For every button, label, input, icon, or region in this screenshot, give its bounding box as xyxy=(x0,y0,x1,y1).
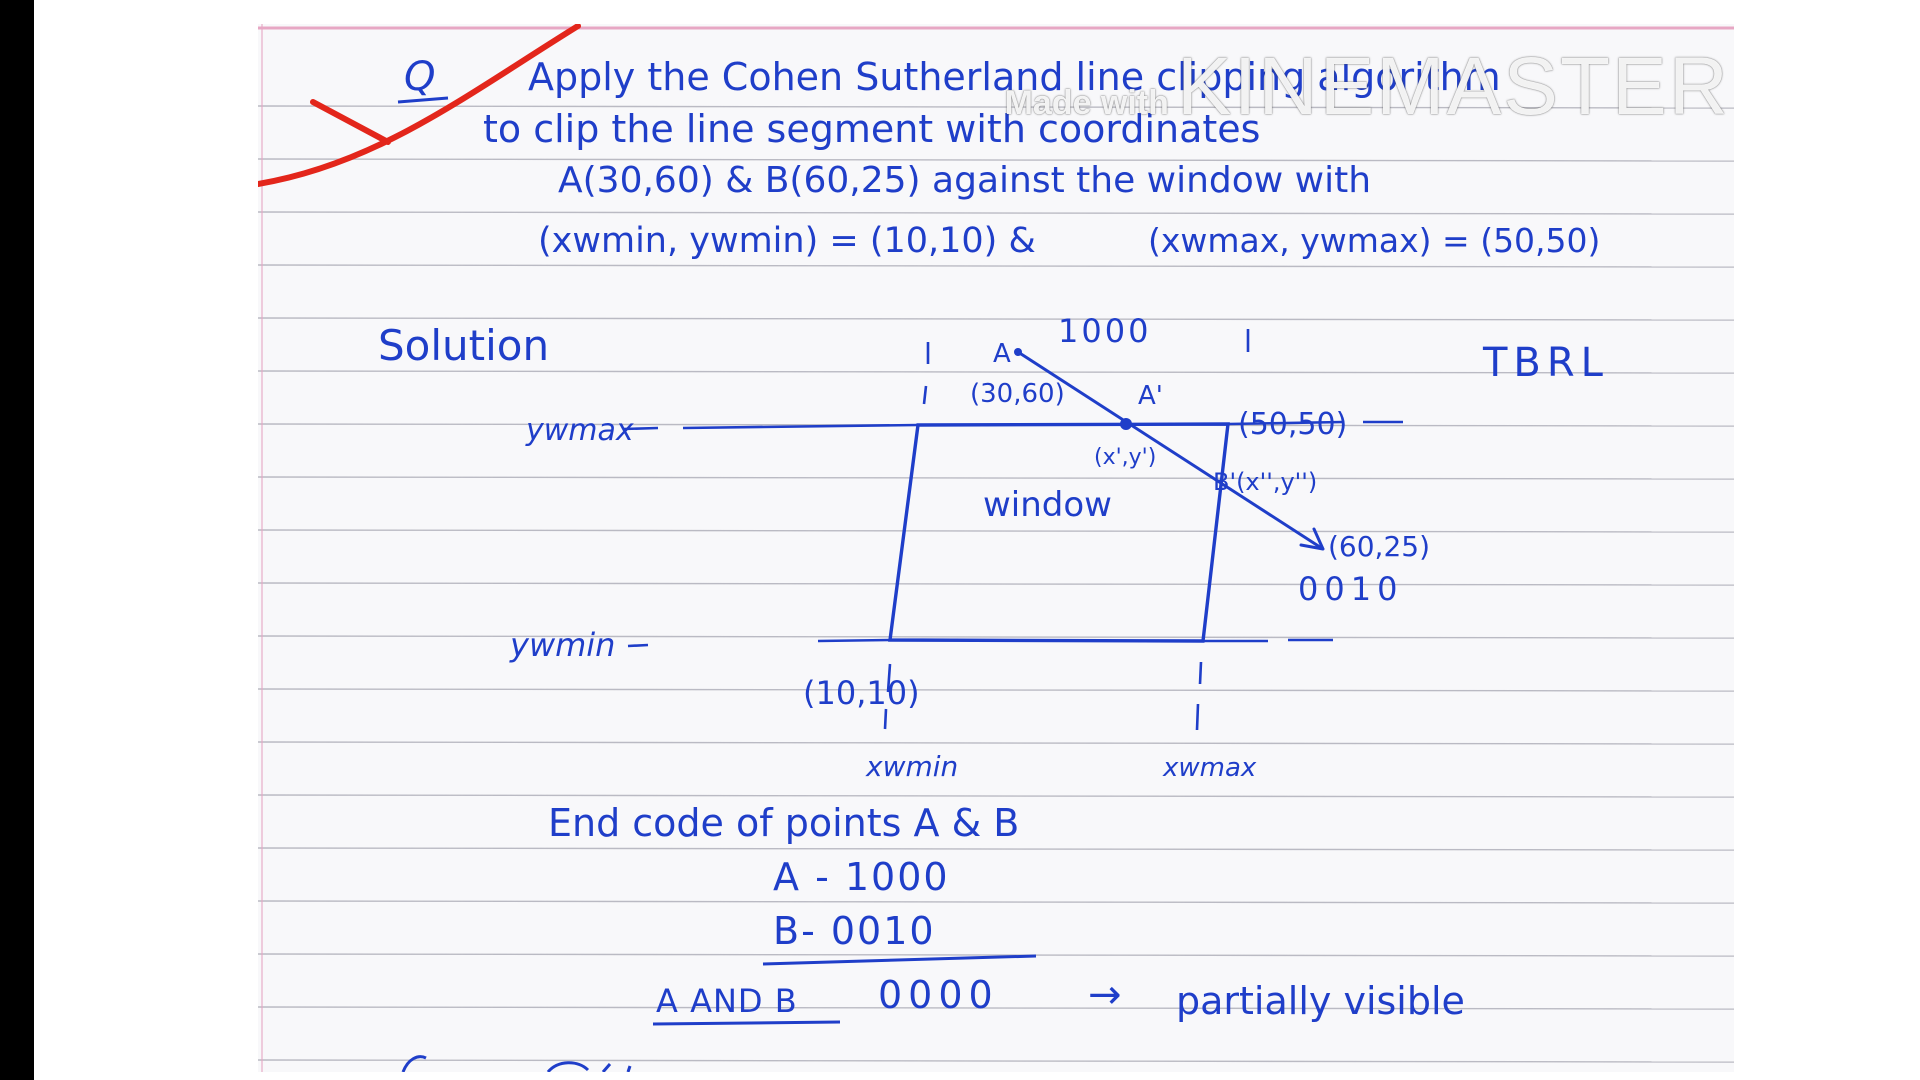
point-b-prime-label: B'(x'',y'') xyxy=(1213,468,1317,496)
ruled-line xyxy=(258,370,1734,374)
xwmin-guide-line xyxy=(883,342,930,730)
ruled-line xyxy=(258,264,1734,268)
arrow-head-b xyxy=(1299,527,1325,551)
sum-underline xyxy=(762,954,1037,966)
solution-heading: Solution xyxy=(378,321,549,370)
ywmax-label: ywmax xyxy=(525,413,634,448)
notebook-page-svg: Q Apply the Cohen Sutherland line clippi… xyxy=(258,24,1734,1072)
question-line-2: to clip the line segment with coordinate… xyxy=(483,107,1260,151)
red-tick-mark-icon xyxy=(258,24,581,187)
and-label: A AND B xyxy=(656,982,798,1020)
ruled-line xyxy=(258,847,1734,851)
cutoff-handwriting xyxy=(401,1055,632,1072)
point-a-dot xyxy=(1014,348,1022,356)
ruled-line xyxy=(258,582,1734,586)
question-line-4-left: (xwmin, ywmin) = (10,10) & xyxy=(538,221,1036,261)
and-label-underline xyxy=(652,1020,841,1026)
ywmin-label: ywmin xyxy=(509,626,615,664)
xwmax-label: xwmax xyxy=(1162,753,1257,783)
result-arrow: → xyxy=(1088,972,1122,1018)
xwmin-label: xwmin xyxy=(865,750,958,783)
ruled-line xyxy=(258,211,1734,215)
question-marker: Q xyxy=(404,54,435,100)
bottom-left-corner-coords: (10,10) xyxy=(803,674,920,712)
point-a-prime-label: A' xyxy=(1138,381,1163,411)
xwmax-guide-line xyxy=(1195,329,1250,731)
ruled-line xyxy=(258,529,1734,533)
ruled-line xyxy=(258,1006,1734,1010)
ruled-line xyxy=(258,476,1734,480)
question-line-4-right: (xwmax, ywmax) = (50,50) xyxy=(1148,221,1600,260)
point-a-label: A xyxy=(993,339,1011,369)
end-code-heading: End code of points A & B xyxy=(548,801,1019,845)
code-a-label: 1000 xyxy=(1058,312,1151,350)
ywmin-guide-line xyxy=(627,638,1333,648)
code-line-b: B- 0010 xyxy=(773,909,936,953)
ruled-line xyxy=(258,105,1734,109)
question-marker-underline xyxy=(397,96,449,104)
clipping-diagram: 1000 A (30,60) A' (50,50) (x',y') B'(x''… xyxy=(509,312,1430,783)
point-a-prime-coords: (x',y') xyxy=(1094,445,1156,470)
ruled-line xyxy=(258,1059,1734,1063)
point-b-coords: (60,25) xyxy=(1328,530,1430,563)
ruled-line xyxy=(258,158,1734,162)
ruled-line xyxy=(258,953,1734,957)
code-line-a: A - 1000 xyxy=(773,855,950,899)
ruled-lines xyxy=(258,105,1734,1063)
point-a-prime-dot xyxy=(1120,418,1132,430)
region-order-label: TBRL xyxy=(1482,340,1609,386)
ruled-line xyxy=(258,741,1734,745)
and-result: 0000 xyxy=(878,973,999,1017)
ruled-line xyxy=(258,688,1734,692)
ruled-line xyxy=(258,794,1734,798)
letterbox-bar xyxy=(0,0,34,1080)
top-right-corner-coords: (50,50) xyxy=(1238,407,1347,442)
ywmax-guide-line xyxy=(622,420,1403,431)
conclusion-text: partially visible xyxy=(1176,979,1465,1023)
ruled-line xyxy=(258,900,1734,904)
notebook-page: Q Apply the Cohen Sutherland line clippi… xyxy=(258,24,1734,1072)
point-a-coords: (30,60) xyxy=(970,379,1065,409)
ruled-line xyxy=(258,317,1734,321)
line-segment-ab xyxy=(1017,350,1324,551)
window-label: window xyxy=(983,485,1112,525)
question-line-3: A(30,60) & B(60,25) against the window w… xyxy=(558,160,1371,201)
ruled-line xyxy=(258,635,1734,639)
question-line-1: Apply the Cohen Sutherland line clipping… xyxy=(528,55,1501,99)
code-b-label: 0010 xyxy=(1298,570,1403,608)
